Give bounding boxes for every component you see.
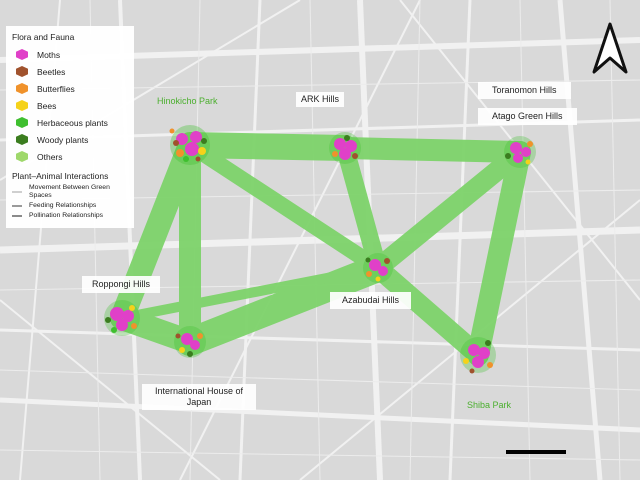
cluster-hinokicho: [169, 125, 210, 165]
label-roppongi-hills: Roppongi Hills: [82, 276, 161, 293]
legend-swatch: [16, 100, 28, 111]
cluster-azabudai: [363, 253, 393, 283]
network-azabudai-shiba: [368, 258, 488, 365]
legend-interactions-title: Plant–Animal Interactions: [12, 171, 109, 181]
label-azabudai-hills: Azabudai Hills: [330, 292, 412, 309]
network-hinokicho-azabudai: [182, 137, 386, 276]
legend-feeding: Feeding Relationships: [12, 202, 128, 210]
legend-line-swatch: [12, 205, 22, 207]
legend-item-label: Herbaceous plants: [37, 117, 108, 128]
legend-pollination: Pollination Relationships: [12, 212, 128, 220]
legend-rel-label: Pollination Relationships: [29, 212, 104, 219]
label-hinokicho-park: Hinokicho Park: [157, 96, 218, 106]
legend-swatch: [16, 117, 28, 128]
network-ark-atago: [334, 137, 531, 163]
legend-swatch: [16, 66, 28, 77]
network-atago-azabudai: [368, 142, 530, 278]
legend-swatch: [16, 83, 28, 94]
legend-item-herbaceous-plants: Herbaceous plants: [12, 114, 128, 131]
cluster-shiba: [460, 337, 496, 374]
label-toranomon-hills: Toranomon Hills: [478, 82, 571, 99]
legend-item-others: Others: [12, 148, 128, 165]
legend-title: Flora and Fauna: [12, 32, 75, 42]
legend-item-label: Beetles: [37, 66, 66, 77]
legend-item-label: Woody plants: [37, 134, 89, 145]
network-hinokicho-ark: [177, 132, 358, 161]
interaction-network: [110, 132, 531, 366]
legend-rel-label: Movement Between Green Spaces: [29, 184, 110, 199]
legend-item-beetles: Beetles: [12, 63, 128, 80]
network-ark-azabudai: [336, 139, 387, 277]
network-atago-shiba: [467, 141, 531, 366]
legend-movement: Movement Between Green Spaces: [12, 184, 128, 200]
label-atago-green-hills: Atago Green Hills: [478, 108, 577, 125]
legend-item-label: Butterflies: [37, 83, 75, 94]
legend-swatch: [16, 134, 28, 145]
north-arrow-icon: [592, 22, 628, 74]
label-ark-hills: ARK Hills: [296, 92, 345, 107]
legend-item-butterflies: Butterflies: [12, 80, 128, 97]
cluster-ihj: [174, 326, 206, 358]
label-international-house-of-japan: International House of Japan: [142, 384, 256, 410]
legend-item-label: Others: [37, 151, 63, 162]
legend-swatch: [16, 49, 28, 60]
legend-item-label: Moths: [37, 49, 61, 60]
scale-bar: [506, 450, 566, 454]
legend-item-moths: Moths: [12, 46, 128, 63]
label-shiba-park: Shiba Park: [467, 400, 512, 410]
network-ihj-azabudai: [176, 254, 392, 356]
legend-item-label: Bees: [37, 100, 57, 111]
legend-item-woody-plants: Woody plants: [12, 131, 128, 148]
legend-line-swatch: [12, 215, 22, 217]
network-roppongi-azabudai: [117, 263, 383, 323]
legend-swatch: [16, 151, 28, 162]
cluster-roppongi: [104, 300, 140, 336]
legend-line-swatch: [12, 191, 22, 193]
cluster-ark: [329, 132, 361, 164]
map-legend: Flora and Fauna Moths Beetles Butterflie…: [6, 26, 134, 228]
legend-item-bees: Bees: [12, 97, 128, 114]
legend-rel-label: Feeding Relationships: [29, 202, 97, 209]
cluster-atago: [504, 136, 536, 168]
